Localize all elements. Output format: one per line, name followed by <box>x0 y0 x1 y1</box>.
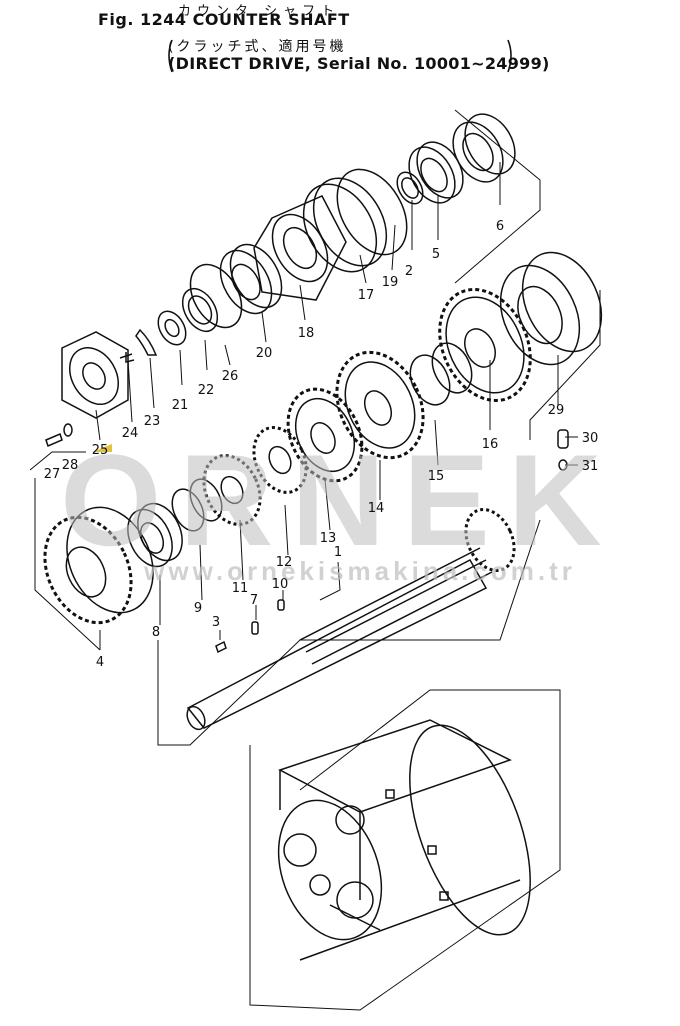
part-24-bolt <box>119 352 135 363</box>
callout-24: 24 <box>122 426 139 441</box>
callout-3: 3 <box>212 615 220 630</box>
callout-19: 19 <box>382 275 399 290</box>
part-4-gear <box>43 506 154 625</box>
part-18-retainer <box>253 195 347 301</box>
watermark-url: www.ornekismakina.com.tr <box>143 556 576 586</box>
callout-21: 21 <box>172 398 189 413</box>
callout-25: 25 <box>92 443 109 458</box>
callout-2: 2 <box>405 264 413 279</box>
part-19-o-ring <box>336 168 408 256</box>
part-3-key <box>215 640 227 654</box>
figure-title: Fig. 1244 COUNTER SHAFT <box>98 10 350 29</box>
part-6-bearing-race <box>452 113 516 183</box>
callout-1: 1 <box>334 545 342 560</box>
part-23-lock-washer <box>135 328 158 356</box>
part-22-ring <box>181 287 219 333</box>
callout-12: 12 <box>276 555 293 570</box>
callout-27: 27 <box>44 467 61 482</box>
callout-10: 10 <box>272 577 289 592</box>
watermark-logo-text: ORNEK <box>60 427 619 573</box>
part-20-bearing <box>219 243 283 315</box>
part-1-shaft <box>186 508 516 731</box>
callout-4: 4 <box>96 655 104 670</box>
part-14-gear <box>335 350 425 460</box>
part-27-bolt <box>45 432 63 448</box>
part-13-gear <box>286 387 364 483</box>
part-15-sleeve <box>409 342 473 406</box>
part-26-o-ring <box>189 263 243 329</box>
callout-31: 31 <box>582 459 599 474</box>
callout-8: 8 <box>152 625 160 640</box>
part-28-washer <box>63 423 73 437</box>
callout-13: 13 <box>320 531 337 546</box>
transmission-case <box>277 719 531 961</box>
callout-6: 6 <box>496 219 504 234</box>
part-8-bearing <box>127 502 183 568</box>
callout-28: 28 <box>62 458 79 473</box>
part-21-nut <box>157 310 187 346</box>
part-10-key <box>277 599 285 611</box>
callout-9: 9 <box>194 601 202 616</box>
callout-23: 23 <box>144 414 161 429</box>
watermark-accent-mark <box>92 444 112 452</box>
subtitle-japanese: (クラッチ式、適用号機 <box>168 39 347 55</box>
part-11-gear <box>202 454 262 526</box>
part-29-bearing <box>499 251 603 366</box>
callout-16: 16 <box>482 437 499 452</box>
part-7-pin <box>251 621 259 635</box>
part-31-ball <box>558 459 568 471</box>
callout-17: 17 <box>358 288 375 303</box>
callout-18: 18 <box>298 326 315 341</box>
part-25-cover <box>61 331 129 419</box>
subtitle-serial-range: (DIRECT DRIVE, Serial No. 10001~24999) <box>168 54 550 73</box>
callout-14: 14 <box>368 501 385 516</box>
part-outlines <box>43 113 603 961</box>
part-5-bearing <box>408 141 464 204</box>
callout-22: 22 <box>198 383 215 398</box>
part-12-gear <box>252 426 308 494</box>
callout-30: 30 <box>582 431 599 446</box>
callout-15: 15 <box>428 469 445 484</box>
callout-labels: 1234567891011121314151617181920212223242… <box>44 219 599 670</box>
callout-7: 7 <box>250 593 258 608</box>
part-2-spacer <box>396 171 424 205</box>
callout-26: 26 <box>222 369 239 384</box>
part-16-gear <box>438 288 532 402</box>
title-japanese: カウンタ シャフト <box>178 4 341 19</box>
callout-5: 5 <box>432 247 440 262</box>
callout-20: 20 <box>256 346 273 361</box>
callout-11: 11 <box>232 581 249 596</box>
part-9-sleeve <box>171 478 223 532</box>
callout-29: 29 <box>548 403 565 418</box>
part-30-pin <box>557 429 569 449</box>
